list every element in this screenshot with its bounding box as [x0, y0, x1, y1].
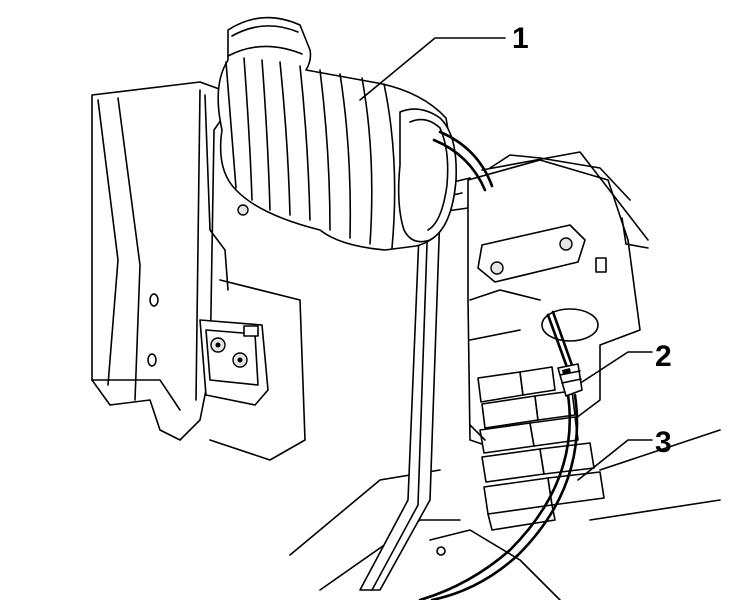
left-body-panel	[91, 81, 306, 461]
bolt-bracket	[199, 204, 269, 406]
cable-grommet	[557, 363, 583, 397]
bellows-boot	[217, 16, 457, 251]
callout-label-2: 2	[655, 340, 672, 373]
callout-label-3: 3	[655, 426, 672, 459]
leader-lines	[359, 37, 653, 481]
connector-blocks	[469, 366, 605, 531]
cable	[418, 130, 579, 600]
floor-panel	[289, 429, 721, 600]
callout-label-1: 1	[512, 22, 529, 55]
